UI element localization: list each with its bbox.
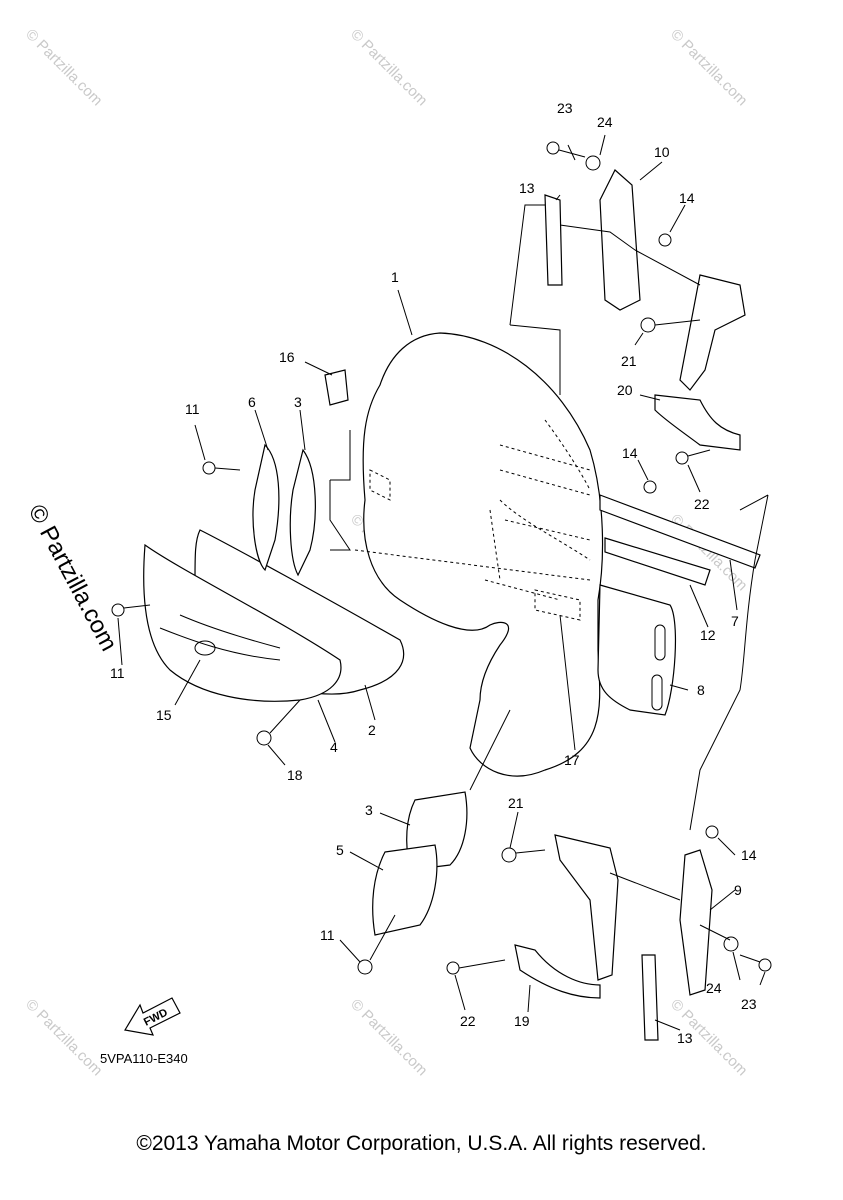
- callout-label: 16: [279, 349, 295, 365]
- stay-part-lower: [554, 834, 619, 981]
- watermark: © Partzilla.com: [667, 26, 750, 109]
- washer-24: [723, 936, 739, 952]
- callout-label: 11: [185, 401, 200, 417]
- callout-label: 21: [621, 353, 637, 369]
- bolt-21: [640, 317, 656, 333]
- side-watermark: © Partzilla.com: [23, 500, 123, 655]
- watermark: © Partzilla.com: [22, 996, 105, 1079]
- callout-label: 3: [365, 802, 373, 818]
- callout-label: 22: [460, 1013, 476, 1029]
- callout-label: 24: [706, 980, 722, 996]
- lower-bracket-assembly: [514, 834, 713, 1041]
- plate-part-13-lower: [641, 954, 659, 1041]
- bolt-22: [675, 451, 689, 465]
- callout-label: 12: [700, 627, 716, 643]
- bracket-part-20: [654, 394, 741, 451]
- bolt-23: [758, 958, 772, 972]
- callout-label: 13: [677, 1030, 693, 1046]
- slot: [651, 674, 663, 711]
- diagram-code: 5VPA110-E340: [100, 1051, 188, 1066]
- callout-label: 17: [564, 752, 580, 768]
- callout-labels: 1 2 3 3 4 5 6 7 8 9 10 11 11 11 12 13 13…: [110, 100, 757, 1046]
- upper-bracket-assembly: [544, 169, 746, 451]
- callout-label: 15: [156, 707, 172, 723]
- callout-label: 14: [679, 190, 695, 206]
- callout-label: 4: [330, 739, 338, 755]
- callout-label: 8: [697, 682, 705, 698]
- callout-label: 10: [654, 144, 670, 160]
- slot: [654, 624, 666, 661]
- callout-label: 11: [110, 665, 125, 681]
- bolt-23: [546, 141, 560, 155]
- watermark: © Partzilla.com: [347, 26, 430, 109]
- screw-11: [357, 959, 373, 975]
- label-part-16: [324, 369, 349, 406]
- bracket-part-6: [252, 443, 280, 572]
- nut-14: [705, 825, 719, 839]
- callout-label: 1: [391, 269, 399, 285]
- watermark: © Partzilla.com: [347, 996, 430, 1079]
- callout-label: 19: [514, 1013, 530, 1029]
- fasteners: [111, 141, 772, 975]
- windshield-part-1: [354, 332, 604, 777]
- callout-label: 5: [336, 842, 344, 858]
- emblem-part-15: [159, 614, 281, 661]
- callout-label: 20: [617, 382, 633, 398]
- callout-label: 2: [368, 722, 376, 738]
- bracket-part-10: [599, 169, 641, 311]
- watermark: © Partzilla.com: [22, 26, 105, 109]
- callout-label: 18: [287, 767, 303, 783]
- bolt-22: [446, 961, 460, 975]
- screw-18: [256, 730, 272, 746]
- bracket-part-5: [372, 844, 438, 936]
- plate-part-13: [544, 194, 563, 286]
- nut-14: [658, 233, 672, 247]
- callout-label: 23: [557, 100, 573, 116]
- fwd-arrow: FWD: [124, 997, 181, 1036]
- callout-label: 11: [320, 927, 335, 943]
- assembly-lines: [329, 204, 731, 941]
- bolt-21: [501, 847, 517, 863]
- frame-outline: [689, 494, 769, 831]
- callout-label: 7: [731, 613, 739, 629]
- parts-diagram: © Partzilla.com © Partzilla.com © Partzi…: [22, 26, 772, 1079]
- strip-part-7: [599, 494, 761, 569]
- stay-part: [679, 274, 746, 391]
- copyright-notice: ©2013 Yamaha Motor Corporation, U.S.A. A…: [136, 1132, 707, 1155]
- screw-11: [202, 461, 216, 475]
- bracket-part-9: [679, 849, 713, 996]
- washer-24: [585, 155, 601, 171]
- callout-leaders: [117, 134, 766, 1031]
- trim-panel-part-4: [143, 543, 342, 702]
- nut-14: [643, 480, 657, 494]
- callout-label: 22: [694, 496, 710, 512]
- callout-label: 6: [248, 394, 256, 410]
- callout-label: 24: [597, 114, 613, 130]
- callout-label: 21: [508, 795, 524, 811]
- callout-label: 13: [519, 180, 535, 196]
- bracket-part-19: [514, 944, 601, 999]
- screw-11: [111, 603, 125, 617]
- callout-label: 14: [622, 445, 638, 461]
- callout-label: 14: [741, 847, 757, 863]
- callout-label: 3: [294, 394, 302, 410]
- callout-label: 23: [741, 996, 757, 1012]
- strip-part-12: [604, 537, 711, 586]
- bracket-part-3: [289, 448, 316, 577]
- callout-label: 9: [734, 882, 742, 898]
